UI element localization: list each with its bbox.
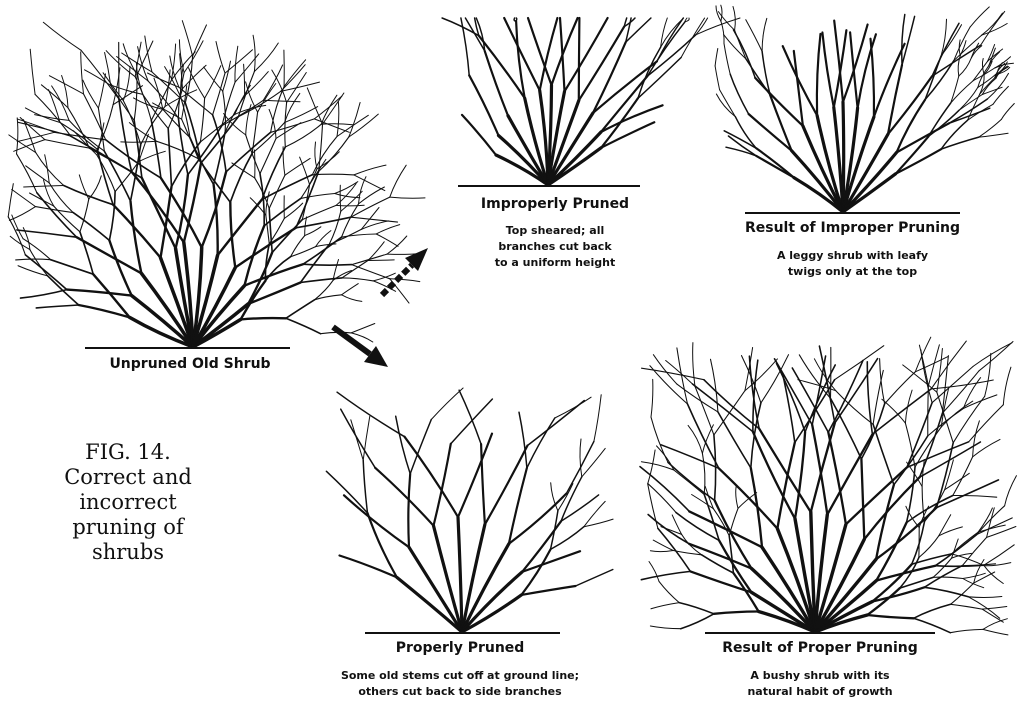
- shrub-improperly-pruned: [442, 18, 740, 185]
- caption-result-proper-line2: natural habit of growth: [700, 684, 940, 700]
- figure-caption-line1: Correct and: [38, 465, 218, 490]
- shrub-unpruned: [8, 21, 425, 347]
- figure-caption: FIG. 14. Correct and incorrect pruning o…: [38, 440, 218, 565]
- shrub-result-proper: [640, 337, 1016, 635]
- figure-caption-line3: pruning of: [38, 515, 218, 540]
- shrub-result-improper: [715, 5, 1014, 212]
- figure-caption-line2: incorrect: [38, 490, 218, 515]
- caption-improperly-pruned-line1: Top sheared; all: [470, 223, 640, 239]
- shrub-properly-pruned: [326, 388, 613, 632]
- caption-result-proper-title: Result of Proper Pruning: [700, 640, 940, 656]
- caption-improperly-pruned-title: Improperly Pruned: [470, 196, 640, 212]
- figure-caption-line4: shrubs: [38, 540, 218, 565]
- caption-properly-pruned-line2: others cut back to side branches: [320, 684, 600, 700]
- caption-improperly-pruned-line3: to a uniform height: [470, 255, 640, 271]
- caption-properly-pruned-line1: Some old stems cut off at ground line;: [320, 668, 600, 684]
- caption-properly-pruned-title: Properly Pruned: [355, 640, 565, 656]
- figure-number: FIG. 14.: [38, 440, 218, 465]
- caption-result-proper-line1: A bushy shrub with its: [700, 668, 940, 684]
- caption-result-improper-title: Result of Improper Pruning: [735, 220, 970, 236]
- caption-result-improper-line1: A leggy shrub with leafy: [735, 248, 970, 264]
- caption-improperly-pruned-line2: branches cut back: [470, 239, 640, 255]
- caption-result-improper-line2: twigs only at the top: [735, 264, 970, 280]
- arrow-down-right-icon: [333, 327, 388, 367]
- caption-unpruned-title: Unpruned Old Shrub: [85, 356, 295, 372]
